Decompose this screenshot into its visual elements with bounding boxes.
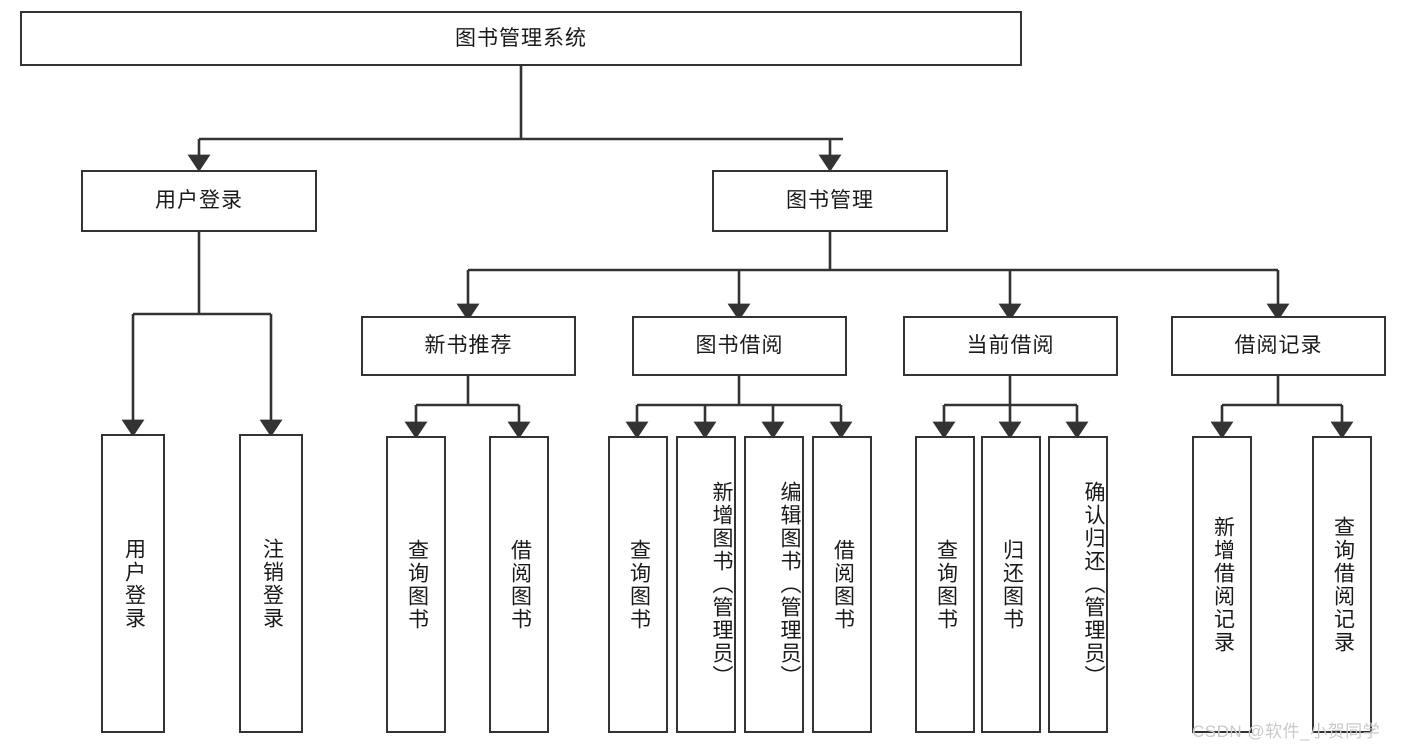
leaf-user-login-label: 用户登录 [122, 537, 146, 630]
leaf-confirm-return-admin-label: 确认归还（管理员） [1082, 481, 1105, 688]
leaf-borrow-book[interactable]: 借阅图书 [812, 436, 872, 733]
leaf-query-borrow-record[interactable]: 查询借阅记录 [1312, 436, 1372, 733]
node-current-borrow-label: 当前借阅 [966, 334, 1055, 358]
leaf-return-book-label: 归还图书 [1000, 538, 1024, 631]
leaf-edit-book-admin[interactable]: 编辑图书（管理员） [744, 436, 804, 733]
leaf-user-login[interactable]: 用户登录 [101, 434, 165, 733]
leaf-new-book-query-label: 查询图书 [405, 538, 429, 631]
node-user-login-label: 用户登录 [155, 189, 243, 213]
node-book-manage-label: 图书管理 [786, 189, 874, 213]
node-book-borrow-label: 图书借阅 [695, 334, 784, 358]
leaf-current-query-book-label: 查询图书 [934, 538, 958, 631]
node-new-book-recommend[interactable]: 新书推荐 [361, 316, 576, 376]
leaf-current-query-book[interactable]: 查询图书 [915, 436, 975, 733]
leaf-edit-book-admin-label: 编辑图书（管理员） [778, 481, 801, 688]
leaf-query-borrow-record-label: 查询借阅记录 [1331, 515, 1355, 654]
node-root[interactable]: 图书管理系统 [20, 11, 1022, 66]
leaf-borrow-query-book-label: 查询图书 [627, 538, 651, 631]
leaf-borrow-query-book[interactable]: 查询图书 [608, 436, 668, 733]
leaf-logout-label: 注销登录 [260, 537, 284, 630]
node-borrow-record-label: 借阅记录 [1234, 334, 1323, 358]
leaf-add-borrow-record-label: 新增借阅记录 [1211, 515, 1235, 654]
node-borrow-record[interactable]: 借阅记录 [1171, 316, 1386, 376]
node-current-borrow[interactable]: 当前借阅 [903, 316, 1118, 376]
leaf-add-book-admin-label: 新增图书（管理员） [710, 481, 733, 688]
leaf-confirm-return-admin[interactable]: 确认归还（管理员） [1048, 436, 1108, 733]
leaf-new-book-borrow-label: 借阅图书 [508, 538, 532, 631]
node-user-login[interactable]: 用户登录 [81, 170, 317, 232]
leaf-borrow-book-label: 借阅图书 [831, 538, 855, 631]
leaf-logout[interactable]: 注销登录 [239, 434, 303, 733]
leaf-new-book-query[interactable]: 查询图书 [386, 436, 446, 733]
node-book-borrow[interactable]: 图书借阅 [632, 316, 847, 376]
leaf-return-book[interactable]: 归还图书 [981, 436, 1041, 733]
leaf-add-book-admin[interactable]: 新增图书（管理员） [676, 436, 736, 733]
csdn-watermark: CSDN @软件_小贺同学 [1192, 722, 1381, 741]
leaf-add-borrow-record[interactable]: 新增借阅记录 [1192, 436, 1252, 733]
node-root-label: 图书管理系统 [455, 26, 587, 50]
node-new-book-recommend-label: 新书推荐 [424, 334, 513, 358]
leaf-new-book-borrow[interactable]: 借阅图书 [489, 436, 549, 733]
node-book-manage[interactable]: 图书管理 [712, 170, 948, 232]
